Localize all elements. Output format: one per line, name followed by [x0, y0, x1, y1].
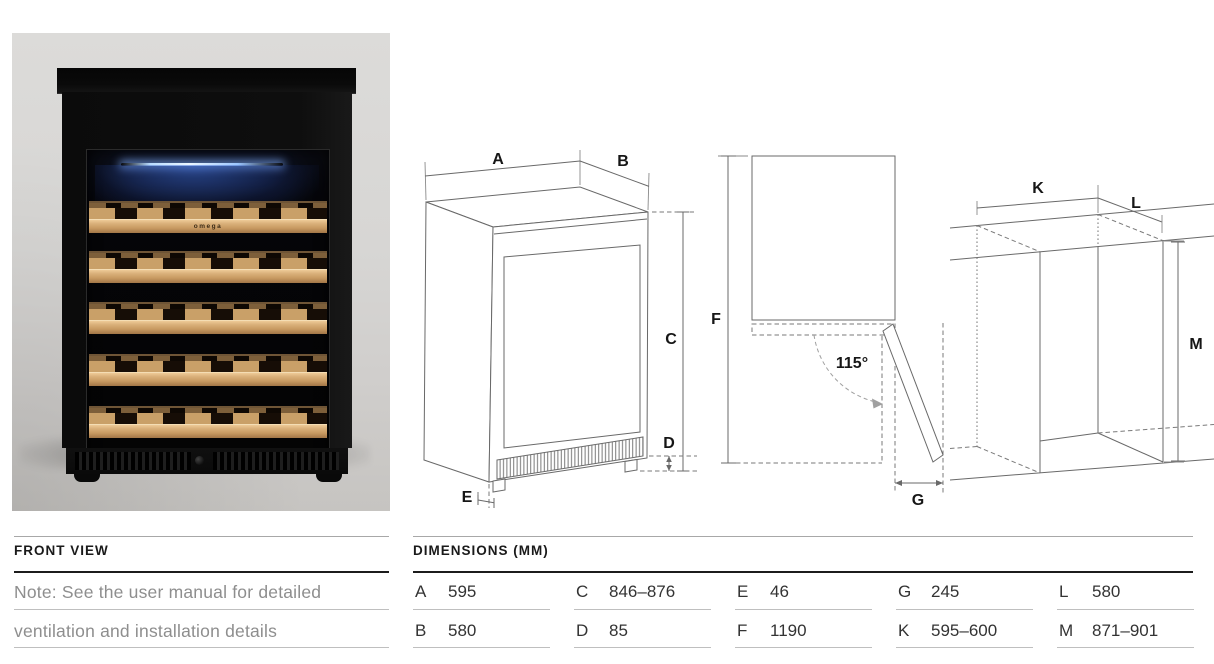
- brand-logo: omega: [193, 223, 223, 230]
- installation-niche-diagram: K L M: [949, 180, 1214, 481]
- dim-label-k: K: [1032, 180, 1044, 197]
- led-light: [121, 163, 283, 166]
- wine-shelf: [89, 354, 327, 386]
- wine-shelf: [89, 406, 327, 438]
- divider: [14, 571, 389, 573]
- divider: [413, 571, 1193, 573]
- divider: [14, 609, 389, 610]
- dim-label-l: L: [1131, 195, 1141, 212]
- ventilation-plinth: [66, 448, 348, 474]
- wine-shelf: omega: [89, 201, 327, 233]
- dim-label-m: M: [1189, 336, 1202, 353]
- divider: [574, 609, 711, 610]
- divider: [413, 647, 550, 648]
- divider: [413, 536, 1193, 537]
- divider: [14, 647, 389, 648]
- divider: [574, 647, 711, 648]
- divider: [896, 609, 1033, 610]
- isometric-dimension-diagram: A B C D E: [423, 150, 697, 508]
- vent-grille: [213, 452, 339, 470]
- cabinet-body: omega: [62, 92, 352, 473]
- cabinet-top-panel: [57, 68, 356, 94]
- note-line-2: ventilation and installation details: [14, 621, 278, 641]
- dim-label-d: D: [663, 435, 675, 452]
- dim-label-b: B: [617, 153, 629, 170]
- divider: [735, 609, 872, 610]
- wine-shelf: [89, 302, 327, 334]
- divider: [896, 647, 1033, 648]
- glass-door: omega: [86, 149, 330, 473]
- divider: [14, 536, 389, 537]
- divider: [1057, 609, 1194, 610]
- dim-label-f: F: [711, 311, 721, 328]
- dimensions-title: DIMENSIONS (MM): [413, 543, 549, 558]
- divider: [1057, 647, 1194, 648]
- dim-label-a: A: [492, 151, 504, 168]
- plinth-screw: [195, 456, 204, 465]
- wine-shelf: [89, 251, 327, 283]
- front-view-title: FRONT VIEW: [14, 543, 109, 558]
- door-swing-diagram: 115° F G: [711, 155, 944, 509]
- divider: [413, 609, 550, 610]
- divider: [735, 647, 872, 648]
- dim-label-c: C: [665, 331, 677, 348]
- vent-grille: [75, 452, 191, 470]
- product-photo: omega: [12, 33, 390, 511]
- dim-label-e: E: [462, 489, 473, 506]
- cabinet-foot: [316, 474, 342, 482]
- door-angle-label: 115°: [836, 355, 868, 372]
- cabinet-foot: [74, 474, 100, 482]
- note-line-1: Note: See the user manual for detailed: [14, 582, 322, 602]
- dim-label-g: G: [912, 492, 924, 509]
